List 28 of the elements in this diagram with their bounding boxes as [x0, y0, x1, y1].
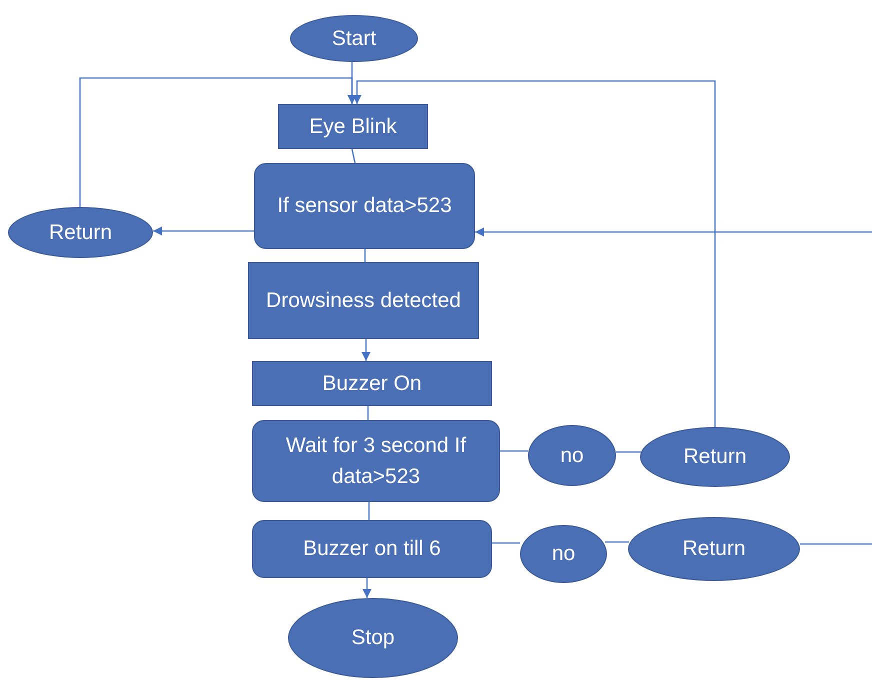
connector-line	[368, 502, 370, 520]
arrow	[362, 578, 372, 598]
decision-box: If sensor data>523	[254, 163, 475, 249]
connector-line	[492, 542, 520, 544]
process-box: Eye Blink	[278, 104, 428, 149]
no-oval: no	[520, 525, 607, 583]
connector-line	[351, 148, 356, 164]
connector-line	[605, 541, 629, 543]
arrow	[79, 77, 356, 208]
arrow	[362, 339, 370, 361]
stop-oval: Stop	[288, 598, 458, 678]
connector-line	[364, 249, 366, 262]
decision-box: Wait for 3 second If data>523	[252, 420, 500, 502]
connector-line	[616, 451, 641, 453]
return-oval: Return	[8, 207, 153, 258]
connector-line	[367, 406, 369, 420]
process-box: Drowsiness detected	[248, 262, 479, 339]
no-oval: no	[528, 425, 616, 486]
start-oval: Start	[290, 15, 418, 62]
connector-line	[500, 450, 528, 452]
connector-line	[800, 543, 872, 545]
return-oval: Return	[640, 427, 790, 487]
arrow	[475, 228, 872, 236]
arrow	[352, 80, 716, 427]
arrow	[153, 226, 254, 236]
process-box: Buzzer On	[252, 361, 492, 406]
process-box: Buzzer on till 6	[252, 520, 492, 578]
return-oval: Return	[628, 517, 800, 581]
